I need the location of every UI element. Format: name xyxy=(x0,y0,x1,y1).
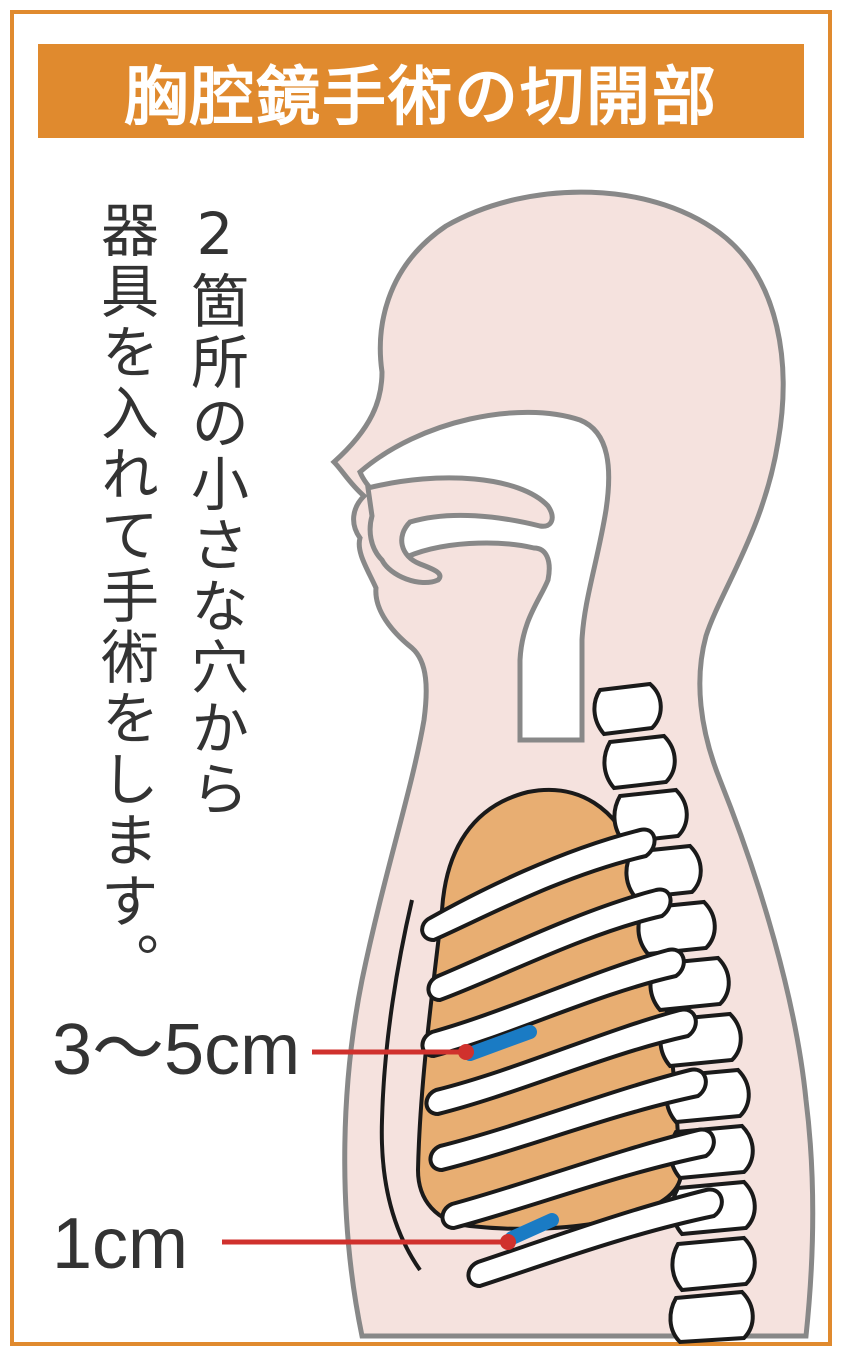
ribs xyxy=(420,827,724,1289)
title-text: 胸腔鏡手術の切開部 xyxy=(124,61,718,135)
pointer-dot-large xyxy=(458,1044,474,1060)
title-banner: 胸腔鏡手術の切開部 xyxy=(38,44,804,138)
incision-mark-small xyxy=(505,1213,559,1245)
sternum xyxy=(379,899,422,1272)
incision-size-label-large: 3〜5cm xyxy=(52,1010,301,1090)
incision-size-label-small: 1cm xyxy=(52,1204,189,1284)
description-line-2: 器具を入れて手術をします。 xyxy=(91,200,159,993)
description-line-1: 2箇所の小さな穴から xyxy=(181,200,249,820)
pointer-dot-small xyxy=(500,1234,516,1250)
tongue xyxy=(365,475,555,586)
incision-mark-large xyxy=(463,1025,537,1061)
